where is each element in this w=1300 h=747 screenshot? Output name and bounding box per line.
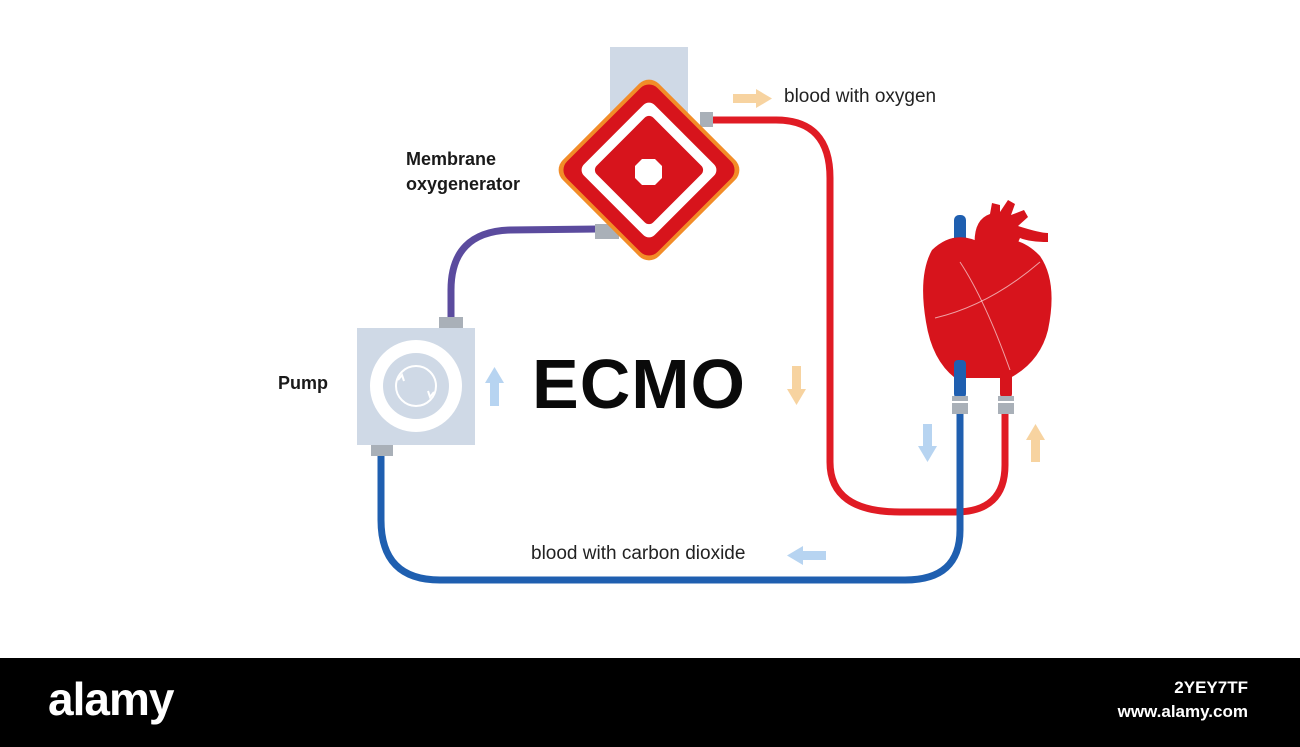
pump-inlet-connector	[371, 444, 393, 456]
pump-outlet-connector	[439, 317, 463, 329]
pump	[357, 317, 475, 456]
oxygenated-blood-tube	[708, 116, 1009, 516]
pump-to-oxygenator-tube	[447, 225, 602, 322]
deoxygenated-blood-label: blood with carbon dioxide	[531, 543, 746, 564]
arrow-down-icon	[918, 424, 937, 462]
alamy-logo: alamy	[48, 673, 174, 725]
arrow-up-icon	[1026, 424, 1045, 462]
arrow-down-icon	[787, 366, 806, 405]
oxygenator-center-icon	[635, 159, 662, 185]
venous-cannula-connector	[952, 396, 968, 414]
heart-body	[923, 237, 1052, 378]
deoxygenated-blood-tube	[377, 408, 964, 584]
arrow-left-icon	[787, 546, 826, 565]
heart-red-cannula	[1000, 372, 1012, 398]
membrane-label-line1: Membrane	[406, 149, 497, 169]
ecmo-circuit-illustration	[357, 47, 1052, 584]
heart	[923, 200, 1052, 414]
pump-rotation-icon	[395, 365, 437, 407]
watermark-footer: alamy 2YEY7TF www.alamy.com	[0, 658, 1300, 747]
oxygenated-blood-label: blood with oxygen	[784, 86, 937, 107]
arrow-right-icon	[733, 89, 772, 108]
arterial-cannula-connector	[998, 396, 1014, 414]
pump-label: Pump	[278, 373, 329, 393]
oxygenator-outlet-connector	[700, 112, 713, 127]
membrane-oxygenator	[558, 47, 740, 261]
membrane-label-line2: oxygenerator	[406, 174, 521, 194]
site-url: www.alamy.com	[1117, 702, 1248, 721]
membrane-oxygenator-label: Membrane oxygenerator	[406, 147, 520, 197]
image-id: 2YEY7TF	[1174, 678, 1248, 697]
arrow-up-icon	[485, 367, 504, 406]
diagram-title: ECMO	[532, 345, 746, 423]
heart-blue-cannula-lower	[954, 360, 966, 398]
